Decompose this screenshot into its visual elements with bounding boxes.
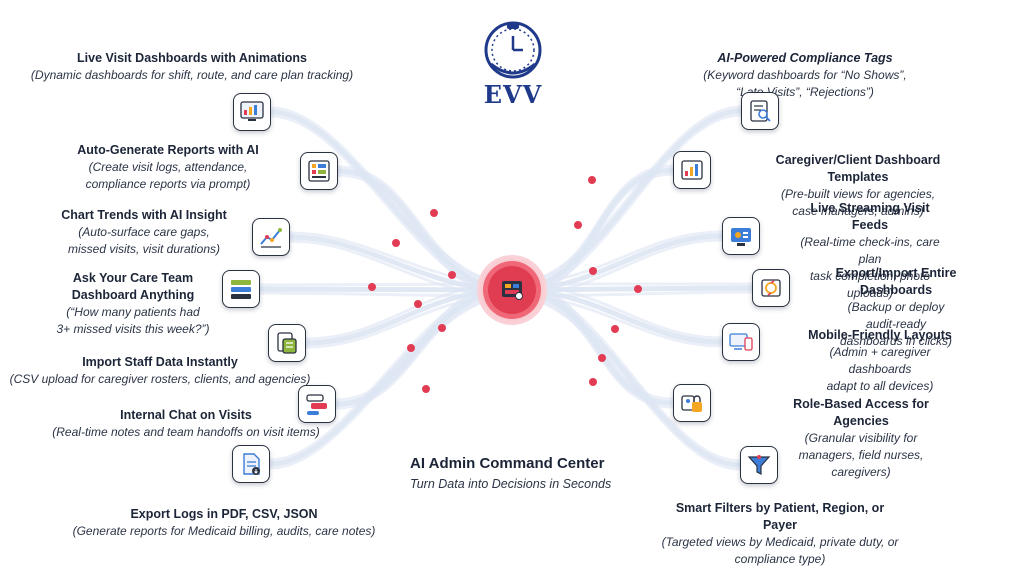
connector-dot [422, 385, 430, 393]
report-grid-icon [300, 152, 338, 190]
export-document-icon [232, 445, 270, 483]
feature-dashboard-templates: Caregiver/Client Dashboard Templates (Pr… [775, 152, 941, 220]
center-subtitle: Turn Data into Decisions in Seconds [410, 477, 612, 491]
flow-line [269, 294, 513, 470]
devices-icon [722, 323, 760, 361]
connector-dot [574, 221, 582, 229]
feature-title: Internal Chat on Visits [120, 408, 252, 422]
feature-description: (Real-time check-ins, care plan task com… [800, 235, 940, 300]
connector-dot [414, 300, 422, 308]
feature-export-import-dashboards: Export/Import Entire Dashboards (Backup … [832, 265, 960, 350]
feature-description: (Targeted views by Medicaid, private dut… [661, 535, 899, 566]
logo-text: EVV [483, 80, 543, 109]
connector-dot [392, 239, 400, 247]
feature-title: Export/Import Entire Dashboards [835, 266, 957, 297]
feature-title: Live Visit Dashboards with Animations [77, 51, 307, 65]
connector-dot [598, 354, 606, 362]
feature-internal-chat: Internal Chat on Visits (Real-time notes… [52, 407, 319, 441]
access-lock-icon [673, 384, 711, 422]
feature-description: (Keyword dashboards for “No Shows”, “Lat… [703, 68, 907, 99]
feature-title: Chart Trends with AI Insight [61, 208, 227, 222]
feature-auto-generate-reports: Auto-Generate Reports with AI (Create vi… [77, 142, 259, 193]
command-center-hub [477, 255, 547, 325]
connector-dot [407, 344, 415, 352]
flow-line [511, 294, 741, 471]
question-list-icon [222, 270, 260, 308]
trend-chart-icon [252, 218, 290, 256]
feature-description: (Create visit logs, attendance, complian… [85, 160, 251, 191]
feature-description: (Dynamic dashboards for shift, route, an… [30, 68, 354, 82]
dashboard-icon [233, 93, 271, 131]
feature-description: (Granular visibility for managers, field… [798, 431, 924, 479]
feature-export-logs: Export Logs in PDF, CSV, JSON (Generate … [73, 506, 376, 540]
connector-dot [589, 378, 597, 386]
feature-live-streaming-feeds: Live Streaming Visit Feeds (Real-time ch… [793, 200, 947, 302]
connector-dot [430, 209, 438, 217]
chat-icon [298, 385, 336, 423]
flow-line [259, 286, 513, 293]
feature-description: (Real-time notes and team handoffs on vi… [52, 425, 320, 439]
command-center-icon [488, 266, 536, 314]
feature-chart-trends: Chart Trends with AI Insight (Auto-surfa… [61, 207, 227, 258]
csv-import-icon [268, 324, 306, 362]
connector-dot [368, 283, 376, 291]
flow-line [259, 282, 513, 287]
feature-mobile-layouts: Mobile-Friendly Layouts (Admin + caregiv… [808, 327, 952, 395]
feature-description: (“How many patients had 3+ missed visits… [56, 305, 210, 336]
feature-title: Export Logs in PDF, CSV, JSON [130, 507, 318, 521]
feature-description: (Backup or deploy audit-ready dashboards… [839, 300, 953, 348]
template-chart-icon [673, 151, 711, 189]
live-feed-icon [722, 217, 760, 255]
feature-description: (Admin + caregiver dashboards adapt to a… [826, 345, 934, 393]
feature-smart-filters: Smart Filters by Patient, Region, or Pay… [658, 500, 902, 568]
feature-title: Live Streaming Visit Feeds [810, 201, 930, 232]
feature-title: Role-Based Access for Agencies [793, 397, 929, 428]
feature-title: Import Staff Data Instantly [82, 355, 238, 369]
feature-role-based-access: Role-Based Access for Agencies (Granular… [780, 396, 943, 481]
connector-dot [588, 176, 596, 184]
feature-title: Mobile-Friendly Layouts [808, 328, 952, 342]
feature-title: Caregiver/Client Dashboard Templates [775, 153, 941, 184]
feature-title: Smart Filters by Patient, Region, or Pay… [675, 501, 885, 532]
feature-ask-care-team: Ask Your Care Team Dashboard Anything (“… [56, 270, 209, 338]
connector-dot [634, 285, 642, 293]
feature-compliance-tags: AI-Powered Compliance Tags (Keyword dash… [696, 50, 915, 101]
feature-title: AI-Powered Compliance Tags [717, 51, 893, 65]
center-title: AI Admin Command Center [410, 455, 605, 472]
feature-import-staff-data: Import Staff Data Instantly (CSV upload … [10, 354, 311, 388]
feature-title: Auto-Generate Reports with AI [77, 143, 259, 157]
feature-description: (Generate reports for Medicaid billing, … [72, 524, 376, 538]
flow-line [511, 105, 742, 286]
connector-dot [611, 325, 619, 333]
connector-dot [589, 267, 597, 275]
evv-logo: EVV [477, 20, 549, 112]
feature-live-visit-dashboards: Live Visit Dashboards with Animations (D… [31, 50, 353, 84]
backup-icon [752, 269, 790, 307]
filter-icon [740, 446, 778, 484]
connector-dot [438, 324, 446, 332]
feature-description: (CSV upload for caregiver rosters, clien… [9, 372, 311, 386]
feature-description: (Pre-built views for agencies, case mana… [780, 187, 936, 218]
connector-dot [448, 271, 456, 279]
feature-description: (Auto-surface care gaps, missed visits, … [67, 225, 221, 256]
feature-title: Ask Your Care Team Dashboard Anything [71, 271, 195, 302]
tag-search-icon [741, 92, 779, 130]
